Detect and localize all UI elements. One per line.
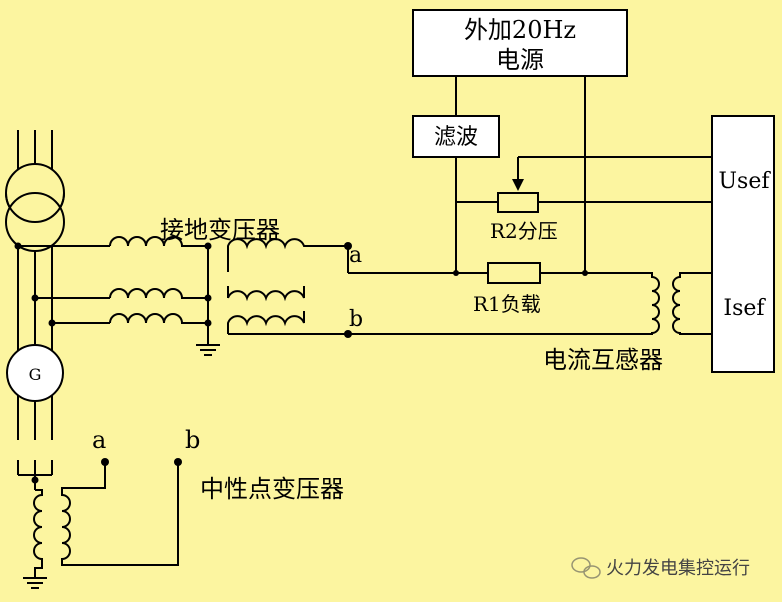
junction-dot [582, 270, 588, 276]
generator-icon: G [6, 344, 64, 402]
r1-label: R1负载 [473, 292, 541, 316]
secondary-circuit [347, 246, 640, 335]
current-transformer-label: 电流互感器 [543, 346, 663, 374]
current-transformer-icon [640, 272, 712, 335]
neutral-transformer [17, 458, 182, 589]
power-source-line1: 外加20Hz [464, 16, 576, 44]
power-source-line2: 电源 [496, 46, 544, 74]
wechat-icon [571, 557, 601, 579]
watermark: 火力发电集控运行 [571, 557, 750, 579]
grounding-transformer-secondary [227, 238, 348, 335]
measurement-box [711, 115, 775, 373]
power-source-box [412, 9, 628, 77]
isef-label: Isef [723, 296, 766, 321]
r2-label: R2分压 [490, 219, 558, 243]
phase-taps [14, 242, 110, 327]
r2-divider [456, 156, 712, 213]
filter-label: 滤波 [434, 125, 478, 150]
terminal-a2-label: a [92, 426, 106, 454]
filter-box [412, 115, 500, 158]
neutral-transformer-label: 中性点变压器 [200, 475, 344, 503]
terminal-a-label: a [349, 243, 362, 268]
ground-symbol-1 [196, 344, 220, 356]
grounding-transformer-label: 接地变压器 [160, 216, 280, 244]
usef-label: Usef [719, 169, 772, 194]
generator-label: G [29, 365, 42, 384]
watermark-text: 火力发电集控运行 [606, 558, 750, 579]
terminal-b2-label: b [185, 426, 200, 454]
main-transformer-icon [5, 163, 65, 252]
r1-resistor [487, 262, 541, 284]
terminal-b-label: b [349, 307, 363, 332]
grounding-transformer-primary [109, 236, 212, 345]
